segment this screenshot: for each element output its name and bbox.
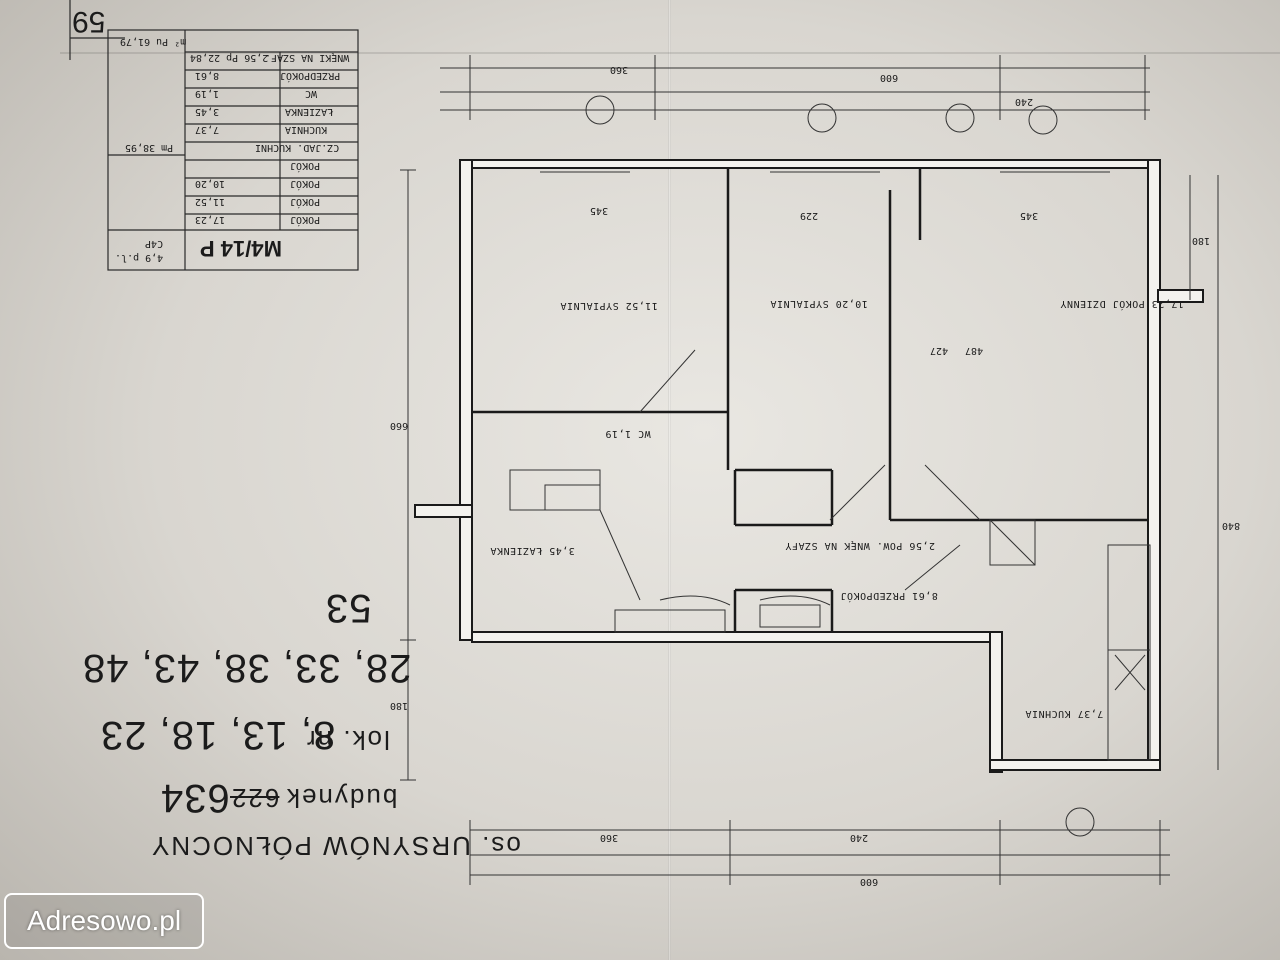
- table-row-label: POKÓJ: [290, 178, 321, 189]
- room-label-kitchen: 7,37 KUCHNIA: [1025, 708, 1104, 719]
- table-row-label: WC: [305, 88, 318, 99]
- table-row-value: Pm 38,95: [125, 142, 174, 153]
- unit-numbers-2: 28, 33, 38, 43, 48: [82, 646, 412, 690]
- dimension-top-total: 600: [880, 72, 899, 83]
- table-row-value: 2,56 Pp 22,84: [190, 52, 269, 63]
- apartment-subtype: 4,9 p.l.: [115, 252, 164, 263]
- dimension-bottom-a: 360: [600, 832, 619, 843]
- table-row-label: CZ.JAD. KUCHNI: [255, 142, 340, 153]
- room-label-bedroom-2: 11,52 SYPIALNIA: [560, 300, 658, 311]
- watermark-text: Adresowo.pl: [26, 905, 182, 936]
- dimension-inner: 229: [800, 210, 819, 221]
- dimension-inner: 487: [965, 345, 984, 356]
- table-row-value: 10,20: [195, 178, 226, 189]
- table-row-label: POKÓJ: [290, 196, 321, 207]
- table-row-value: 11,52: [195, 196, 226, 207]
- dimension-bottom-total: 600: [860, 876, 879, 887]
- room-label-hall: 8,61 PRZEDPOKÓJ: [840, 590, 938, 601]
- dimension-top-b: 240: [1015, 96, 1034, 107]
- dimension-right-total: 840: [1222, 520, 1241, 531]
- dimension-top-a: 360: [610, 64, 629, 75]
- table-row-value: 7,37: [195, 124, 220, 135]
- table-row-value: 3,45: [195, 106, 220, 117]
- paper-fold-horizontal: [60, 52, 1280, 54]
- area-table-frame: [107, 29, 359, 271]
- dimension-bottom-b: 240: [850, 832, 869, 843]
- apartment-variant: C4P: [145, 238, 164, 249]
- table-row-label: POKÓJ: [290, 214, 321, 225]
- paper-fold-vertical: [668, 0, 671, 960]
- sheet-number: 53: [325, 586, 372, 630]
- table-row-label: WNĘKI NA SZAF.: [265, 52, 350, 63]
- unit-numbers-1: 8, 13, 18, 23: [100, 713, 336, 757]
- dimension-left-a: 660: [390, 420, 409, 431]
- unit-numbers-label: lok. nr: [305, 725, 390, 755]
- room-label-bathroom: 3,45 ŁAZIENKA: [490, 545, 575, 556]
- table-row-value: m² Pu 61,79: [120, 36, 187, 47]
- table-row-label: KUCHNIA: [285, 124, 328, 135]
- page-number: 59: [72, 5, 106, 38]
- building-label: budynek: [285, 783, 398, 813]
- table-row-value: 1,19: [195, 88, 220, 99]
- estate-name: os. URSYNÓW PÓŁNOCNY: [150, 831, 521, 861]
- table-row-value: 8,61: [195, 70, 220, 81]
- table-row-label: ŁAZIENKA: [285, 106, 334, 117]
- dimension-left-b: 180: [390, 700, 409, 711]
- building-number: 634: [160, 776, 230, 820]
- room-label-living: 17,23 POKÓJ DZIENNY: [1060, 298, 1184, 309]
- apartment-type-code: M4/14 P: [200, 236, 282, 261]
- room-label-wc: WC 1,19: [605, 428, 651, 439]
- building-number-old: 622: [230, 783, 280, 813]
- table-row-label: POKÓJ: [290, 160, 321, 171]
- room-label-wardrobe: 2,56 POW. WNĘK NA SZAFY: [785, 540, 935, 551]
- adresowo-watermark: Adresowo.pl: [4, 893, 204, 949]
- dimension-right-a: 180: [1192, 235, 1211, 246]
- dimension-inner: 345: [1020, 210, 1039, 221]
- table-row-value: 17,23: [195, 214, 226, 225]
- dimension-inner: 345: [590, 205, 609, 216]
- room-label-bedroom-1: 10,20 SYPIALNIA: [770, 298, 868, 309]
- table-row-label: PRZEDPOKÓJ: [280, 70, 341, 81]
- dimension-inner: 427: [930, 345, 949, 356]
